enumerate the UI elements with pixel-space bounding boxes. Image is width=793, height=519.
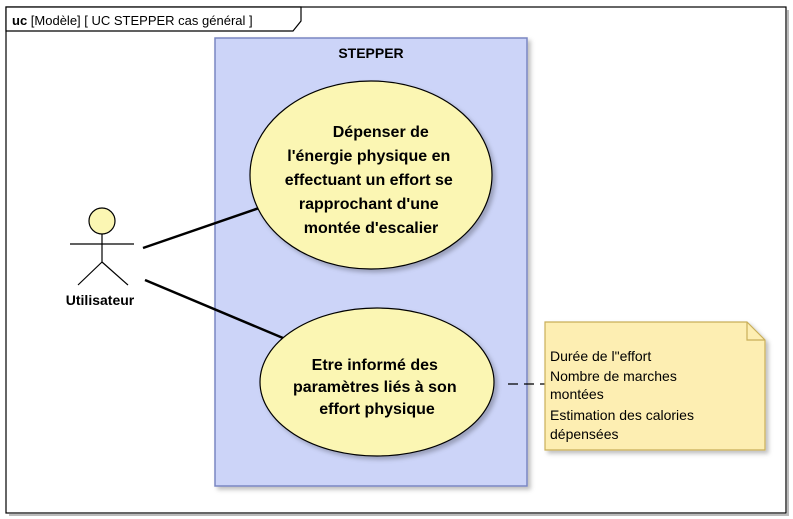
actor-utilisateur[interactable] — [70, 207, 134, 286]
note[interactable] — [544, 321, 766, 451]
actor-head-icon — [88, 207, 116, 235]
note-text: Durée de l"effort Nombre de marches mont… — [550, 348, 698, 442]
frame-title-text: [Modèle] [ UC STEPPER cas général ] — [31, 13, 253, 28]
note-fold-icon — [746, 322, 765, 341]
association-line-1[interactable] — [142, 205, 263, 250]
use-case-1-label: Dépenser de l'énergie physique en effect… — [285, 124, 457, 237]
system-name: STEPPER — [338, 45, 403, 61]
frame-tab — [5, 6, 302, 32]
association-line-2[interactable] — [144, 278, 284, 340]
actor-name: Utilisateur — [66, 292, 135, 308]
frame-keyword: uc — [12, 13, 27, 28]
use-case-2-label: Etre informé des paramètres liés à son e… — [293, 357, 461, 418]
use-case-1[interactable] — [249, 80, 493, 270]
frame-title: uc [Modèle] [ UC STEPPER cas général ] — [12, 13, 253, 28]
use-case-2[interactable] — [259, 307, 495, 457]
